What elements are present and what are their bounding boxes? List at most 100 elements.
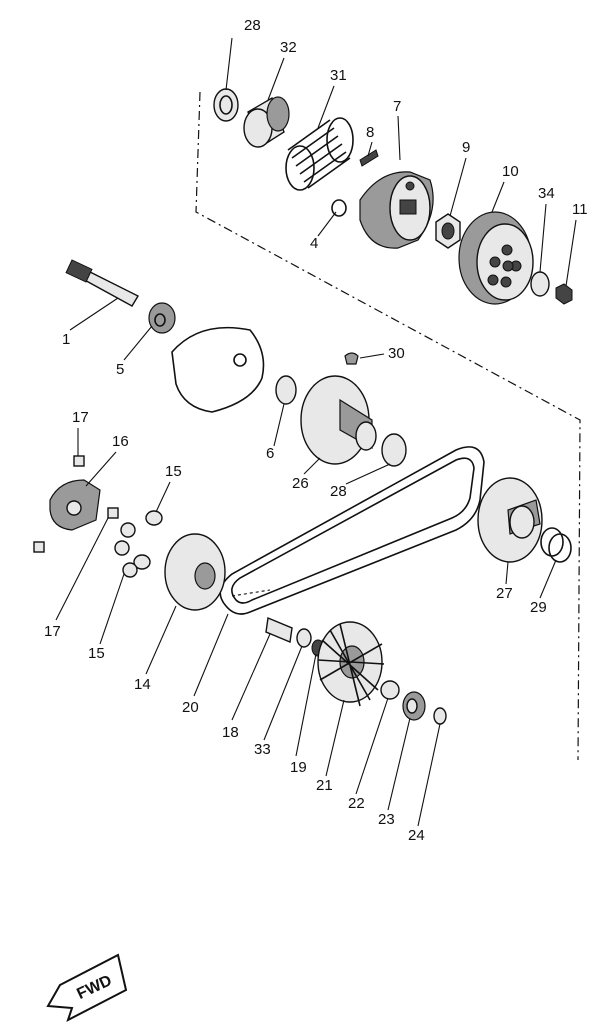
part-label-11: 11 bbox=[572, 201, 588, 218]
leader-line-20 bbox=[193, 613, 229, 697]
part-label-30: 30 bbox=[388, 345, 405, 362]
part-6-washer bbox=[275, 375, 297, 405]
crankcase-outline bbox=[171, 326, 265, 413]
part-label-4: 4 bbox=[310, 235, 318, 252]
part-27-fixed-sheave bbox=[477, 477, 543, 563]
part-31-spring bbox=[285, 117, 354, 191]
leader-line-9 bbox=[449, 157, 467, 217]
leader-lines bbox=[55, 37, 577, 827]
part-label-34: 34 bbox=[538, 185, 555, 202]
part-label-18: 18 bbox=[222, 724, 239, 741]
part-7-clutch-carrier bbox=[359, 171, 434, 249]
leader-line-28 bbox=[225, 37, 233, 91]
part-label-5: 5 bbox=[116, 361, 124, 378]
part-label-1: 1 bbox=[62, 331, 70, 348]
part-label-8: 8 bbox=[366, 124, 374, 141]
part-label-19: 19 bbox=[290, 759, 307, 776]
part-label-23: 23 bbox=[378, 811, 395, 828]
part-14-primary-sheave bbox=[164, 533, 226, 611]
part-8-pin bbox=[359, 149, 379, 167]
leader-line-34 bbox=[539, 203, 547, 273]
part-10-clutch-housing bbox=[458, 211, 534, 305]
part-32-collar bbox=[243, 96, 290, 148]
fwd-arrow-icon: FWD bbox=[46, 953, 128, 1023]
part-4-o-ring bbox=[331, 199, 347, 217]
part-label-14: 14 bbox=[134, 676, 151, 693]
part-29-o-rings bbox=[540, 527, 572, 563]
part-label-9: 9 bbox=[462, 139, 470, 156]
part-label-6: 6 bbox=[266, 445, 274, 462]
part-26-secondary-sheave bbox=[300, 375, 377, 465]
part-label-33: 33 bbox=[254, 741, 271, 758]
part-30-cap bbox=[344, 352, 359, 365]
leader-line-16 bbox=[85, 451, 117, 487]
part-1-shaft bbox=[65, 259, 139, 307]
part-label-20: 20 bbox=[182, 699, 199, 716]
part-label-16: 16 bbox=[112, 433, 129, 450]
part-label-17: 17 bbox=[72, 409, 89, 426]
leader-line-33 bbox=[263, 645, 303, 741]
part-label-17: 17 bbox=[44, 623, 61, 640]
part-label-28: 28 bbox=[330, 483, 347, 500]
leader-line-18 bbox=[231, 633, 271, 721]
leader-line-29 bbox=[539, 559, 557, 599]
part-label-28: 28 bbox=[244, 17, 261, 34]
part-28-washer-top bbox=[213, 88, 239, 122]
leader-line-32 bbox=[267, 57, 285, 101]
part-label-10: 10 bbox=[502, 163, 519, 180]
leader-line-4 bbox=[317, 211, 337, 237]
part-23-nut bbox=[402, 691, 426, 721]
part-label-31: 31 bbox=[330, 67, 347, 84]
crankcase-boss bbox=[233, 353, 247, 367]
part-label-24: 24 bbox=[408, 827, 425, 844]
part-label-7: 7 bbox=[393, 98, 401, 115]
part-label-29: 29 bbox=[530, 599, 547, 616]
part-9-nut bbox=[435, 213, 461, 249]
part-17-slider-c bbox=[33, 541, 45, 553]
leader-line-28 bbox=[345, 463, 391, 485]
part-33-washer bbox=[296, 628, 312, 648]
leader-line-19 bbox=[295, 653, 317, 757]
assembly-outline bbox=[195, 91, 581, 761]
leader-line-11 bbox=[565, 219, 577, 287]
part-label-26: 26 bbox=[292, 475, 309, 492]
part-21-fan bbox=[317, 621, 385, 707]
leader-line-1 bbox=[69, 297, 119, 331]
leader-line-15 bbox=[99, 573, 125, 645]
leader-line-5 bbox=[123, 325, 153, 361]
part-labels: 1456789101114151516171718192021222324262… bbox=[44, 17, 588, 844]
part-label-27: 27 bbox=[496, 585, 513, 602]
part-5-bearing bbox=[148, 302, 176, 334]
leader-line-26 bbox=[303, 457, 321, 475]
part-18-collar bbox=[265, 617, 293, 643]
part-15-rollers bbox=[114, 510, 163, 578]
part-20-v-belt bbox=[219, 446, 485, 615]
part-28-washer-lower bbox=[381, 433, 407, 467]
leader-line-6 bbox=[273, 403, 285, 447]
part-11-nut bbox=[555, 283, 573, 305]
part-24-washer bbox=[433, 707, 447, 725]
part-17-slider-b bbox=[107, 507, 119, 519]
part-label-32: 32 bbox=[280, 39, 297, 56]
leader-line-7 bbox=[397, 115, 401, 161]
part-label-15: 15 bbox=[88, 645, 105, 662]
part-16-cam-plate bbox=[49, 479, 101, 531]
leader-line-22 bbox=[355, 697, 389, 795]
leader-line-10 bbox=[491, 181, 505, 213]
leader-line-30 bbox=[359, 353, 385, 359]
leader-line-8 bbox=[367, 141, 373, 157]
leader-line-15 bbox=[155, 481, 171, 513]
part-label-22: 22 bbox=[348, 795, 365, 812]
leader-line-24 bbox=[417, 723, 441, 827]
leader-line-14 bbox=[145, 605, 177, 675]
leader-line-31 bbox=[317, 85, 335, 129]
part-label-21: 21 bbox=[316, 777, 333, 794]
part-34-washer bbox=[530, 271, 550, 297]
part-17-slider-a bbox=[73, 455, 85, 467]
leader-line-27 bbox=[505, 561, 509, 585]
leader-line-21 bbox=[325, 699, 345, 777]
leader-line-23 bbox=[387, 717, 411, 811]
leader-line-17 bbox=[55, 517, 109, 621]
part-label-15: 15 bbox=[165, 463, 182, 480]
